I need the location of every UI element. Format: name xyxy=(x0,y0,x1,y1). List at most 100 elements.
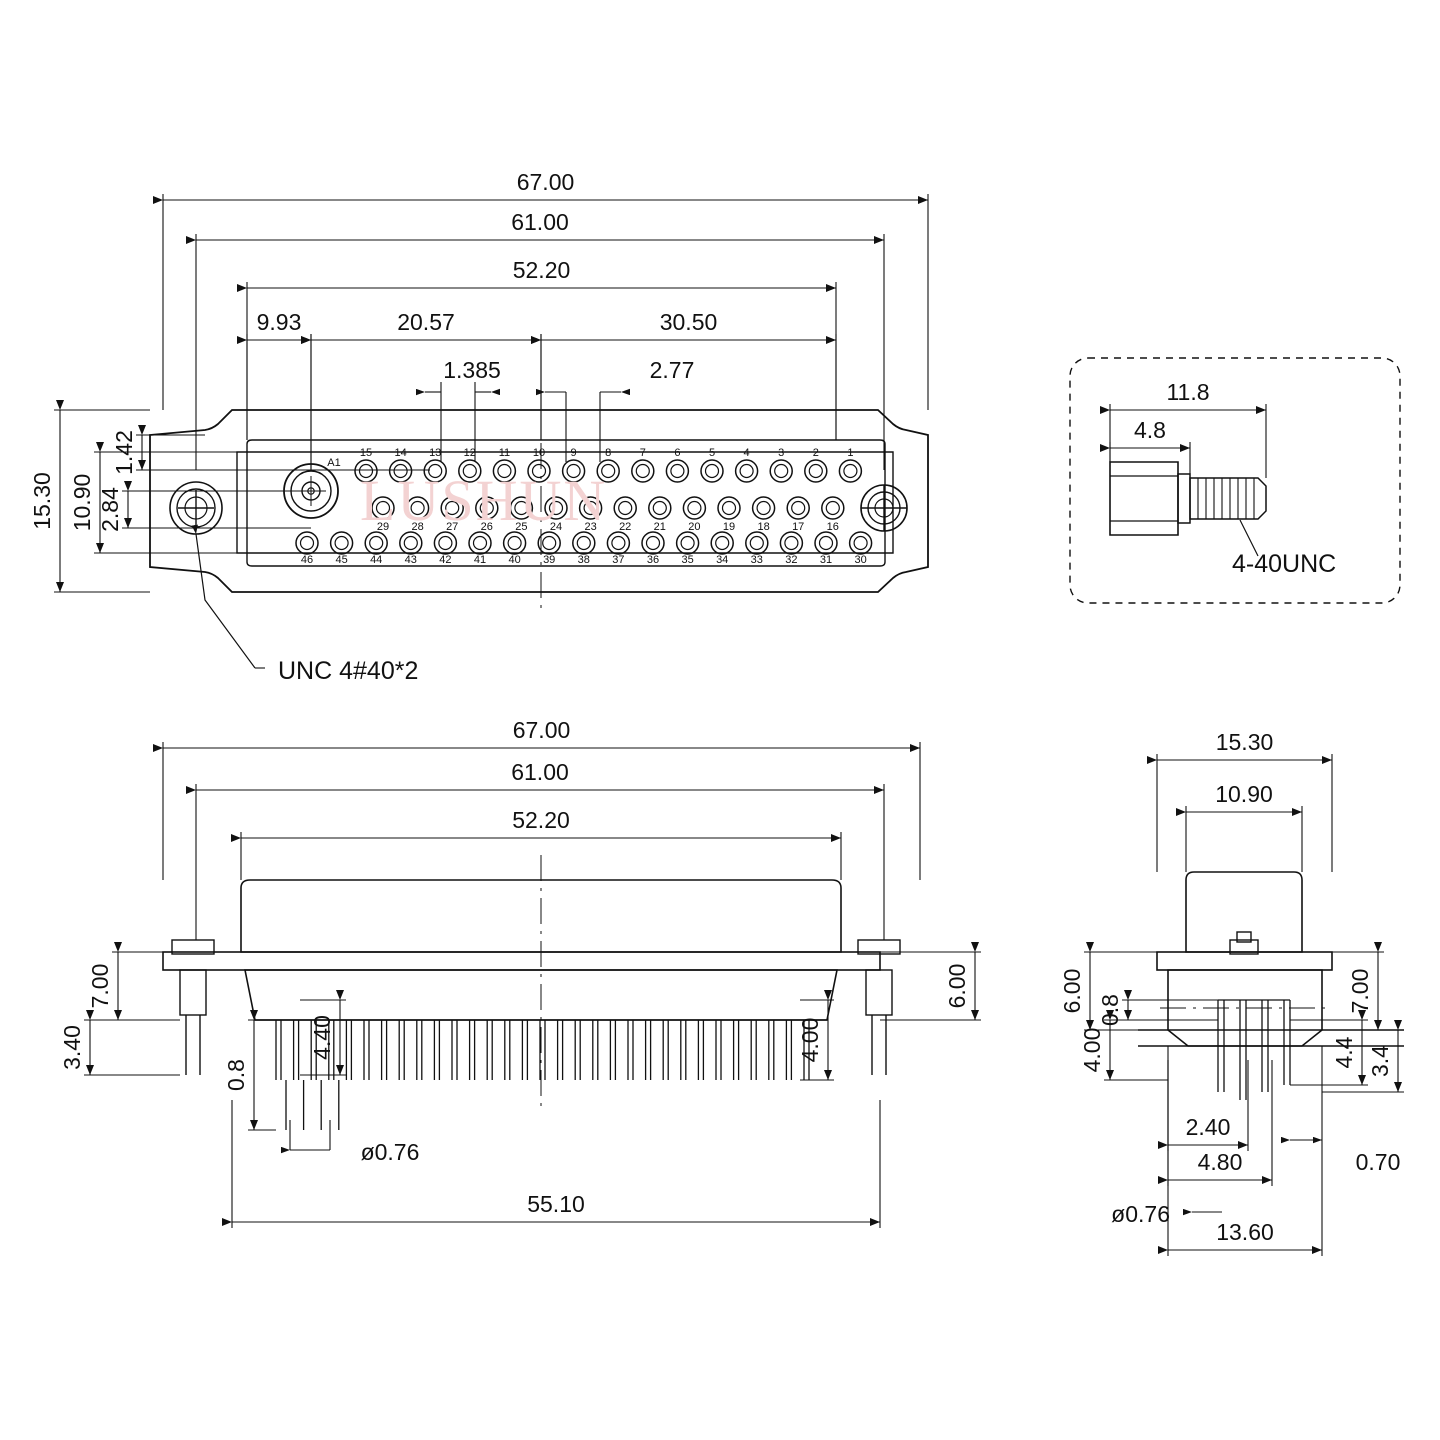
dimension-text: 9.93 xyxy=(257,309,302,335)
pin-hole xyxy=(745,531,769,555)
dimension-text: 26 xyxy=(481,521,493,533)
pin-hole-inner xyxy=(635,463,650,479)
dimension-text: 67.00 xyxy=(513,717,571,743)
pin-hole xyxy=(641,531,665,555)
dimension-text: 52.20 xyxy=(513,257,571,283)
pin-hole-inner xyxy=(715,535,730,551)
pin-hole-inner xyxy=(645,535,661,551)
pin-hole-inner xyxy=(825,500,840,516)
dimension-text: 15 xyxy=(360,447,372,459)
dimension-text: 4.4 xyxy=(1331,1036,1357,1068)
dimension-text: 44 xyxy=(370,554,382,566)
dimension-text: 23 xyxy=(584,521,596,533)
pin-hole-inner xyxy=(853,535,868,551)
pin-hole-inner xyxy=(403,535,418,551)
pin-hole xyxy=(561,459,586,483)
pin-hole xyxy=(814,531,838,555)
pin-hole xyxy=(578,496,603,520)
pin-hole-inner xyxy=(334,535,349,551)
pin-hole-inner xyxy=(808,463,823,479)
pin-hole-inner xyxy=(843,463,858,479)
pin-hole-inner xyxy=(428,463,443,479)
dimension-text: 61.00 xyxy=(511,209,569,235)
pin-hole xyxy=(388,459,413,483)
dimension-text: 38 xyxy=(578,554,590,566)
dimension-text: 24 xyxy=(550,521,562,533)
pin-hole xyxy=(475,496,499,520)
dimension-text: 37 xyxy=(612,554,624,566)
pin-hole-inner xyxy=(445,500,460,516)
dimension-text: 25 xyxy=(515,521,527,533)
dimension-text: 4.8 xyxy=(1134,417,1166,443)
pin-hole xyxy=(458,459,482,483)
dimension-text: 1.42 xyxy=(111,430,137,475)
pin-hole xyxy=(329,531,354,555)
dimension-text: 0.70 xyxy=(1356,1149,1401,1175)
dimension-text: 55.10 xyxy=(527,1191,585,1217)
dimension-text: 28 xyxy=(411,521,423,533)
pin-hole xyxy=(502,531,527,555)
dimension-text: 2.77 xyxy=(650,357,695,383)
pin-hole-inner xyxy=(358,463,374,479)
dimension-text: 42 xyxy=(439,554,451,566)
pin-hole xyxy=(786,496,810,520)
pin-hole xyxy=(838,459,863,483)
top-view-pins xyxy=(295,459,873,555)
dimension-text: A1 xyxy=(327,457,340,469)
dimension-text: 6.00 xyxy=(944,964,970,1009)
pin-hole-inner xyxy=(670,463,685,479)
dimension-text: 2.40 xyxy=(1186,1114,1231,1140)
dimension-text: 35 xyxy=(681,554,693,566)
dimension-text: 6 xyxy=(674,447,680,459)
dimension-text: 7.00 xyxy=(1347,969,1373,1014)
dimension-text: 20 xyxy=(688,521,700,533)
pin-hole-inner xyxy=(548,500,564,516)
dimension-text: 15.30 xyxy=(1216,729,1274,755)
dimension-text: 16 xyxy=(827,521,839,533)
pin-hole xyxy=(613,496,637,520)
pin-hole xyxy=(440,496,464,520)
dimension-text: 12 xyxy=(464,447,476,459)
dimension-text: 20.57 xyxy=(397,309,455,335)
pin-hole xyxy=(606,531,631,555)
dimension-text: 1.385 xyxy=(443,357,501,383)
pin-hole-inner xyxy=(375,500,391,516)
pin-hole xyxy=(527,459,551,483)
pin-hole xyxy=(354,459,378,483)
pin-hole-inner xyxy=(576,535,591,551)
dimension-text: 4.80 xyxy=(1198,1149,1243,1175)
leader-line xyxy=(191,524,256,669)
dimension-text: 6.00 xyxy=(1059,969,1085,1014)
dimension-text: 27 xyxy=(446,521,458,533)
pin-hole-inner xyxy=(749,535,764,551)
dimension-text: 4.40 xyxy=(309,1015,335,1060)
dimension-text: UNC 4#40*2 xyxy=(278,657,418,685)
pin-hole-inner xyxy=(784,535,799,551)
pin-hole-inner xyxy=(542,535,557,551)
dimension-text: 3 xyxy=(778,447,784,459)
dimension-text: 4.00 xyxy=(1079,1028,1105,1073)
dimension-text: 43 xyxy=(405,554,417,566)
pin-hole-inner xyxy=(756,500,771,516)
dimension-text: 7.00 xyxy=(87,964,113,1009)
pin-hole xyxy=(682,496,707,520)
pin-hole-inner xyxy=(531,463,547,479)
dimension-text: ø0.76 xyxy=(1111,1201,1170,1227)
pin-hole-inner xyxy=(514,500,529,516)
dimension-text: 52.20 xyxy=(512,807,570,833)
side-view xyxy=(1138,871,1404,1100)
pin-hole xyxy=(734,459,759,483)
pin-hole xyxy=(769,459,793,483)
dimension-text: 10 xyxy=(533,447,545,459)
dimension-text: 2 xyxy=(813,447,819,459)
pin-hole xyxy=(405,496,430,520)
pin-hole-inner xyxy=(721,500,737,516)
pin-hole xyxy=(596,459,620,483)
dimension-text: 61.00 xyxy=(511,759,569,785)
dimension-text: 15.30 xyxy=(29,472,55,530)
dimension-text: 30.50 xyxy=(660,309,718,335)
watermark: LUSHUN xyxy=(360,468,607,533)
pin-hole xyxy=(544,496,568,520)
pin-hole-inner xyxy=(687,500,702,516)
dimension-text: 46 xyxy=(301,554,313,566)
